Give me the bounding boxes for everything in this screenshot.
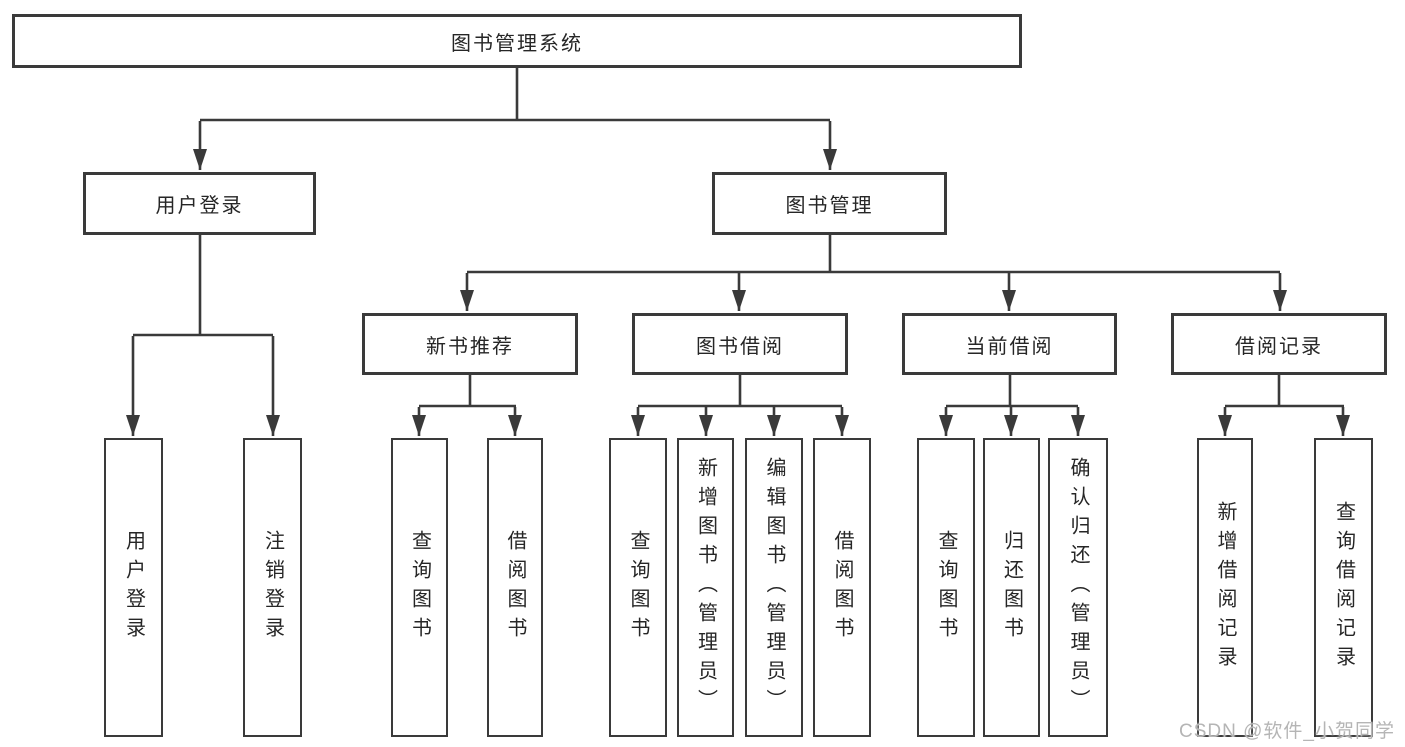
leaf-label: 借阅图书	[504, 529, 526, 646]
node-new-book-recommend: 新书推荐	[362, 313, 578, 375]
leaf-label: 用户登录	[122, 529, 145, 646]
leaf-label: 查询借阅记录	[1332, 500, 1355, 675]
leaf-label: 归还图书	[1000, 529, 1023, 646]
node-label: 图书借阅	[696, 335, 784, 358]
leaf-query-borrow-record: 查询借阅记录	[1314, 438, 1373, 737]
leaf-label: 新增借阅记录	[1214, 500, 1236, 675]
node-user-login: 用户登录	[83, 172, 316, 235]
node-library-management-system: 图书管理系统	[12, 14, 1022, 68]
leaf-return-books: 归还图书	[983, 438, 1040, 737]
node-label: 用户登录	[155, 195, 244, 217]
leaf-user-login: 用户登录	[104, 438, 163, 737]
node-label: 当前借阅	[965, 335, 1054, 358]
leaf-borrow-books-recommend: 借阅图书	[487, 438, 543, 737]
leaf-label: 编辑图书（管理员）	[763, 457, 785, 718]
node-borrow-record: 借阅记录	[1171, 313, 1387, 375]
csdn-watermark: CSDN @软件_小贺同学	[1179, 721, 1395, 742]
leaf-label: 借阅图书	[831, 529, 853, 646]
leaf-label: 查询图书	[627, 529, 649, 646]
node-label: 新书推荐	[426, 335, 514, 358]
leaf-edit-books-admin: 编辑图书（管理员）	[745, 438, 803, 737]
node-book-management: 图书管理	[712, 172, 947, 235]
leaf-query-books-borrow: 查询图书	[609, 438, 667, 737]
node-label: 图书管理	[785, 195, 874, 217]
leaf-label: 查询图书	[408, 529, 431, 646]
leaf-add-books-admin: 新增图书（管理员）	[677, 438, 734, 737]
leaf-query-books-current: 查询图书	[917, 438, 975, 737]
node-current-borrow: 当前借阅	[902, 313, 1117, 375]
leaf-label: 注销登录	[261, 529, 284, 646]
leaf-label: 确认归还（管理员）	[1067, 457, 1089, 718]
leaf-query-books-recommend: 查询图书	[391, 438, 448, 737]
node-label: 图书管理系统	[451, 32, 583, 55]
node-label: 借阅记录	[1235, 335, 1323, 358]
leaf-logout: 注销登录	[243, 438, 302, 737]
node-book-borrow: 图书借阅	[632, 313, 848, 375]
leaf-label: 新增图书（管理员）	[694, 457, 717, 718]
leaf-borrow-books: 借阅图书	[813, 438, 871, 737]
leaf-label: 查询图书	[935, 529, 957, 646]
leaf-confirm-return-admin: 确认归还（管理员）	[1048, 438, 1108, 737]
leaf-add-borrow-record: 新增借阅记录	[1197, 438, 1253, 737]
